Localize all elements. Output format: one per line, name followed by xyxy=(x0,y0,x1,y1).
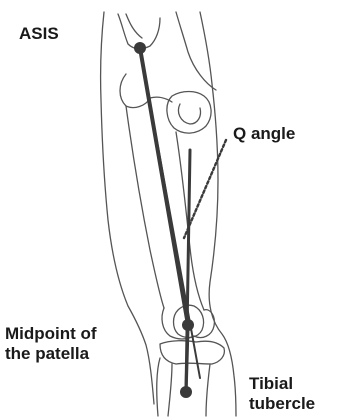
tibial-tubercle-point xyxy=(180,386,192,398)
pelvis-contour-right xyxy=(176,12,216,90)
femur-shaft-lateral xyxy=(126,106,164,308)
tibial-axis-extension-line xyxy=(186,150,190,392)
fibula xyxy=(157,358,160,416)
q-angle-label: Q angle xyxy=(233,124,295,144)
asis-label: ASIS xyxy=(19,24,59,44)
tibial-tubercle-label: Tibial tubercle xyxy=(249,374,315,414)
q-angle-label-text: Q angle xyxy=(233,124,295,144)
pelvis-inner-line xyxy=(126,14,142,38)
tibia-shaft-lateral xyxy=(168,364,172,416)
patella-label-line2: the patella xyxy=(5,344,97,364)
tibial-label-line1: Tibial xyxy=(249,374,315,394)
tibial-label-line2: tubercle xyxy=(249,394,315,414)
thigh-outline-right xyxy=(200,12,236,416)
femoral-head xyxy=(167,92,211,134)
patella-label-line1: Midpoint of xyxy=(5,324,97,344)
asis-label-text: ASIS xyxy=(19,24,59,44)
patella-midpoint-label: Midpoint of the patella xyxy=(5,324,97,364)
thigh-outline-left xyxy=(101,12,154,404)
tibia-shaft-medial xyxy=(206,364,210,416)
tibial-plateau xyxy=(160,341,224,364)
femoral-head-inner xyxy=(178,104,200,124)
patella-midpoint xyxy=(182,319,194,331)
asis-point xyxy=(134,42,146,54)
